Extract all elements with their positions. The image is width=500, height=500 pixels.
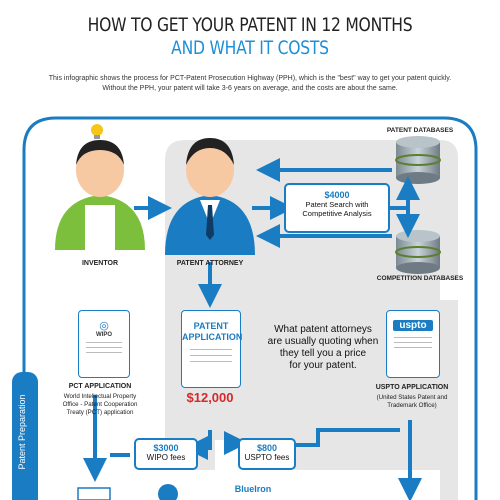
intro-line-2: Without the PPH, your patent will take 3… xyxy=(102,85,398,92)
uspto-title: USPTO APPLICATION xyxy=(375,384,449,391)
pct-line-1: World Intellectual Property xyxy=(63,393,137,400)
quote-line-1: What patent attorneys xyxy=(274,324,372,335)
uspto-fees-box: $800 USPTO fees xyxy=(238,438,296,470)
uspto-fees-price: $800 xyxy=(256,443,278,453)
wipo-fees-box: $3000 WIPO fees xyxy=(134,438,198,470)
outer-frame xyxy=(22,116,478,500)
inventor-illustration xyxy=(55,124,145,250)
intro-text: This infographic shows the process for P… xyxy=(40,74,460,94)
page-subtitle: AND WHAT IT COSTS xyxy=(171,37,329,59)
pct-document: ◎ WIPO xyxy=(78,310,130,378)
application-line-2: APPLICATION xyxy=(182,332,243,342)
patent-attorney-label: PATENT ATTORNEY xyxy=(176,260,244,267)
uspto-fees-label: USPTO fees xyxy=(244,453,290,462)
intro-line-1: This infographic shows the process for P… xyxy=(48,75,452,82)
next-document-hint xyxy=(77,487,111,500)
arrow-application-to-wipo xyxy=(184,430,212,460)
patent-attorney-illustration xyxy=(165,138,255,255)
arrow-search-to-patent-db xyxy=(390,176,420,210)
patent-search-box: $4000 Patent Search with Competitive Ana… xyxy=(284,183,390,233)
pct-doc-label: WIPO xyxy=(96,332,112,338)
uspto-document: uspto xyxy=(386,310,440,378)
uspto-description: (United States Patent and Trademark Offi… xyxy=(360,394,464,410)
uspto-line-2: Trademark Office) xyxy=(387,402,437,409)
patent-application-document: PATENT APPLICATION xyxy=(181,310,243,388)
patent-database-icon xyxy=(395,136,441,184)
wipo-logo-icon: ◎ xyxy=(99,320,109,332)
wipo-fees-price: $3000 xyxy=(153,443,179,453)
search-price: $4000 xyxy=(324,190,350,200)
search-line-2: Competitive Analysis xyxy=(302,209,372,218)
quote-line-2: are usually quoting when xyxy=(267,336,379,347)
pct-line-2: Office - Patent Cooperation xyxy=(62,401,138,408)
application-line-1: PATENT xyxy=(193,321,229,331)
uspto-line-1: (United States Patent and xyxy=(376,394,448,401)
attorney-quote-text: What patent attorneys are usually quotin… xyxy=(258,324,388,372)
inventor-label: INVENTOR xyxy=(81,260,119,267)
application-price: $12,000 xyxy=(186,390,234,405)
wipo-fees-label: WIPO fees xyxy=(146,453,186,462)
search-line-1: Patent Search with xyxy=(305,200,369,209)
next-step-circle xyxy=(158,484,178,500)
pct-title: PCT APPLICATION xyxy=(68,383,132,390)
pct-line-3: Treaty (PCT) application xyxy=(66,409,134,416)
patent-preparation-label: Patent Preparation xyxy=(17,394,27,470)
pct-description: World Intellectual Property Office - Pat… xyxy=(45,393,155,417)
competition-database-icon xyxy=(395,230,441,274)
quote-line-3: they tell you a price xyxy=(279,348,367,359)
uspto-logo: uspto xyxy=(393,320,433,331)
competition-databases-label: COMPETITION DATABASES xyxy=(376,275,464,282)
quote-line-4: for your patent. xyxy=(289,360,357,371)
patent-preparation-tab xyxy=(12,372,38,500)
page-title: HOW TO GET YOUR PATENT IN 12 MONTHS xyxy=(87,14,413,36)
brand-logo: BlueIron xyxy=(234,484,272,494)
patent-databases-label: PATENT DATABASES xyxy=(386,127,454,134)
